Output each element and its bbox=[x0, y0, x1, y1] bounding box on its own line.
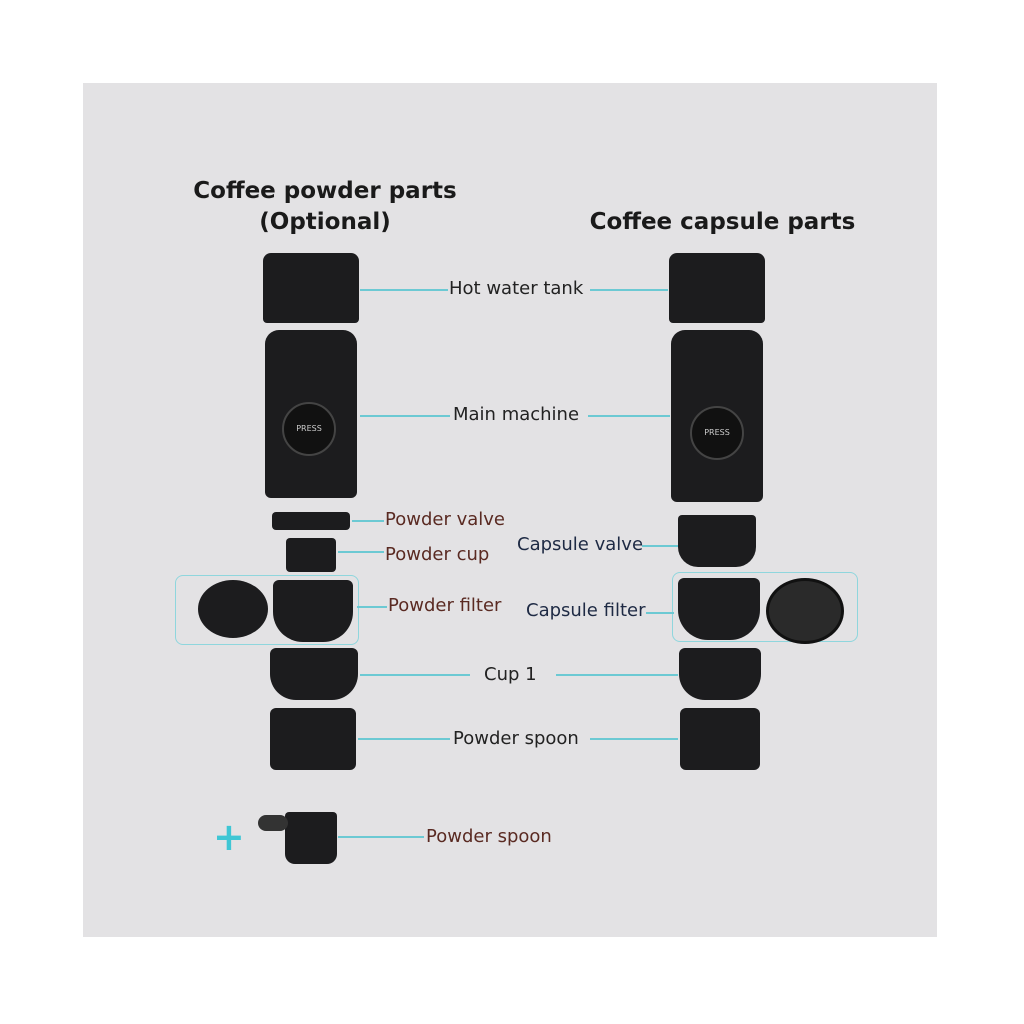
diagram-panel bbox=[83, 83, 937, 937]
label-powder-spoon: Powder spoon bbox=[426, 826, 552, 847]
label-cup1: Cup 1 bbox=[484, 664, 537, 685]
cup1-right bbox=[679, 648, 761, 700]
label-powder-valve: Powder valve bbox=[385, 509, 505, 530]
powder-spoon-part bbox=[285, 812, 337, 864]
base-left bbox=[270, 708, 356, 770]
base-right bbox=[680, 708, 760, 770]
leader-line bbox=[338, 836, 424, 838]
leader-line bbox=[358, 738, 450, 740]
label-capsule-valve: Capsule valve bbox=[517, 534, 644, 555]
heading-line: Coffee powder parts bbox=[193, 178, 457, 204]
powder-cup-part bbox=[286, 538, 336, 572]
powder-spoon-handle bbox=[258, 815, 288, 831]
heading-powder-parts: Coffee powder parts (Optional) bbox=[185, 176, 465, 238]
leader-line bbox=[642, 545, 678, 547]
leader-line bbox=[590, 289, 668, 291]
powder-valve-part bbox=[272, 512, 350, 530]
leader-line bbox=[352, 520, 384, 522]
capsule-filter-mesh bbox=[766, 578, 844, 644]
leader-line bbox=[357, 606, 387, 608]
leader-line bbox=[360, 415, 450, 417]
label-powder-spoon-base: Powder spoon bbox=[453, 728, 579, 749]
label-hot-water-tank: Hot water tank bbox=[449, 278, 584, 299]
capsule-valve-part bbox=[678, 515, 756, 567]
hot-water-tank-right bbox=[669, 253, 765, 323]
label-main-machine: Main machine bbox=[453, 404, 580, 425]
leader-line bbox=[590, 738, 678, 740]
label-powder-filter: Powder filter bbox=[388, 595, 502, 616]
powder-filter-box bbox=[175, 575, 359, 645]
label-powder-cup: Powder cup bbox=[385, 544, 490, 565]
cup1-left bbox=[270, 648, 358, 700]
plus-icon: + bbox=[213, 815, 245, 859]
capsule-filter-part bbox=[678, 578, 760, 640]
leader-line bbox=[360, 674, 470, 676]
leader-line bbox=[556, 674, 678, 676]
heading-line: (Optional) bbox=[259, 209, 391, 235]
heading-capsule-parts: Coffee capsule parts bbox=[589, 209, 856, 235]
leader-line bbox=[338, 551, 384, 553]
leader-line bbox=[588, 415, 670, 417]
powder-filter-part bbox=[273, 580, 353, 642]
capsule-filter-box bbox=[672, 572, 858, 642]
press-button-right: PRESS bbox=[690, 406, 744, 460]
press-button-left: PRESS bbox=[282, 402, 336, 456]
label-capsule-filter: Capsule filter bbox=[526, 600, 646, 621]
hot-water-tank-left bbox=[263, 253, 359, 323]
leader-line bbox=[646, 612, 674, 614]
leader-line bbox=[360, 289, 448, 291]
powder-filter-top bbox=[198, 580, 268, 638]
